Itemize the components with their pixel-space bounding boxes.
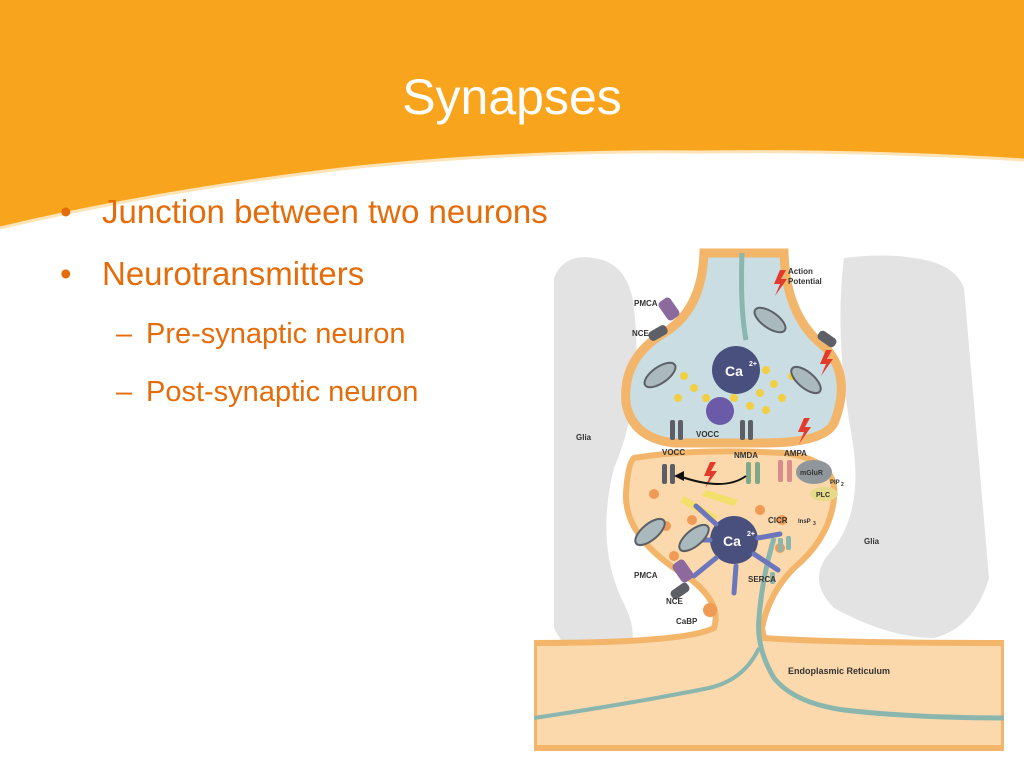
nmda-receptor-icon [746,462,760,484]
mglur-label: mGluR [800,470,823,477]
serca-pump-icon [770,536,791,584]
glia-right-label: Glia [864,537,880,546]
insp-subscript: 3 [813,521,816,527]
action-label: Action [788,267,813,276]
plc-label: PLC [816,492,830,499]
sub-bullet-item: – Post-synaptic neuron [58,374,698,410]
header-band [0,0,1024,230]
sub-bullet-text: Post-synaptic neuron [146,376,419,408]
potential-label: Potential [788,277,822,286]
pmca-pump-icon [658,297,680,321]
pmca-pump-icon [672,559,694,583]
mitochondrion-icon [790,365,822,395]
bullet-text: Junction between two neurons [102,193,548,230]
slide-title: Synapses [402,69,622,125]
mitochondrion-icon [634,517,666,547]
pmca-label: PMCA [634,299,658,308]
ampa-receptor-icon [778,460,792,482]
nce-lower-label: NCE [666,597,684,606]
cicr-label: CICR [768,516,788,525]
pmca-lower-label: PMCA [634,571,658,580]
calcium-buffer-dots [649,489,787,617]
bullet-dot-icon: • [60,193,72,230]
serca-label: SERCA [748,575,776,584]
mglur-receptor-icon [796,460,832,484]
vocc-postsynaptic-icon [662,464,675,484]
postsynaptic-calcium-label: Ca [723,533,741,549]
vocc-postsynaptic-label: VOCC [662,448,685,457]
mitochondrion-icon [678,523,710,553]
bullet-dot-icon: • [60,255,72,292]
bullet-text: Neurotransmitters [102,255,365,292]
plc-icon [810,487,838,501]
calcium-label: Ca [725,363,743,379]
pip-label: PIP [830,480,840,486]
postsynaptic-calcium-charge-label: 2+ [747,531,755,538]
bullet-item: • Neurotransmitters [58,254,698,294]
bullet-list: • Junction between two neurons • Neurotr… [58,192,698,432]
glia-left [554,257,637,668]
sub-bullet-text: Pre-synaptic neuron [146,318,406,350]
calcium-flux-arrows [681,503,783,596]
vocc-presynaptic-label: VOCC [696,430,719,439]
glia-left-label: Glia [576,433,592,442]
dash-icon: – [116,318,133,350]
nce-exchanger-icon [670,582,690,600]
cabp-label: CaBP [676,617,698,626]
glia-right [819,255,989,638]
bullet-item: • Junction between two neurons [58,192,698,232]
dash-icon: – [116,376,133,408]
postsynaptic-calcium-icon [710,516,758,564]
mitochondrion-icon [753,306,787,334]
mitochondrion-icon [643,361,677,389]
pip-subscript: 2 [841,482,844,488]
nce-exchanger-icon [648,325,668,341]
vesicle-icon [706,397,734,425]
synapse-diagram: Action Potential PMCA NCE Ca 2+ Glia VOC… [534,248,1004,751]
ampa-label: AMPA [784,449,807,458]
calcium-charge-label: 2+ [749,361,757,368]
presynaptic-channel-icon [817,330,837,348]
action-potential-bolt-icon [704,270,833,488]
presynaptic-calcium-icon [712,346,760,394]
nmda-label: NMDA [734,451,758,460]
er-label: Endoplasmic Reticulum [788,666,890,676]
sub-bullet-item: – Pre-synaptic neuron [58,316,698,352]
nce-label: NCE [632,329,650,338]
insp-label: InsP [798,519,811,525]
endoplasmic-reticulum [756,537,1004,721]
vocc-presynaptic-icon [670,420,753,440]
